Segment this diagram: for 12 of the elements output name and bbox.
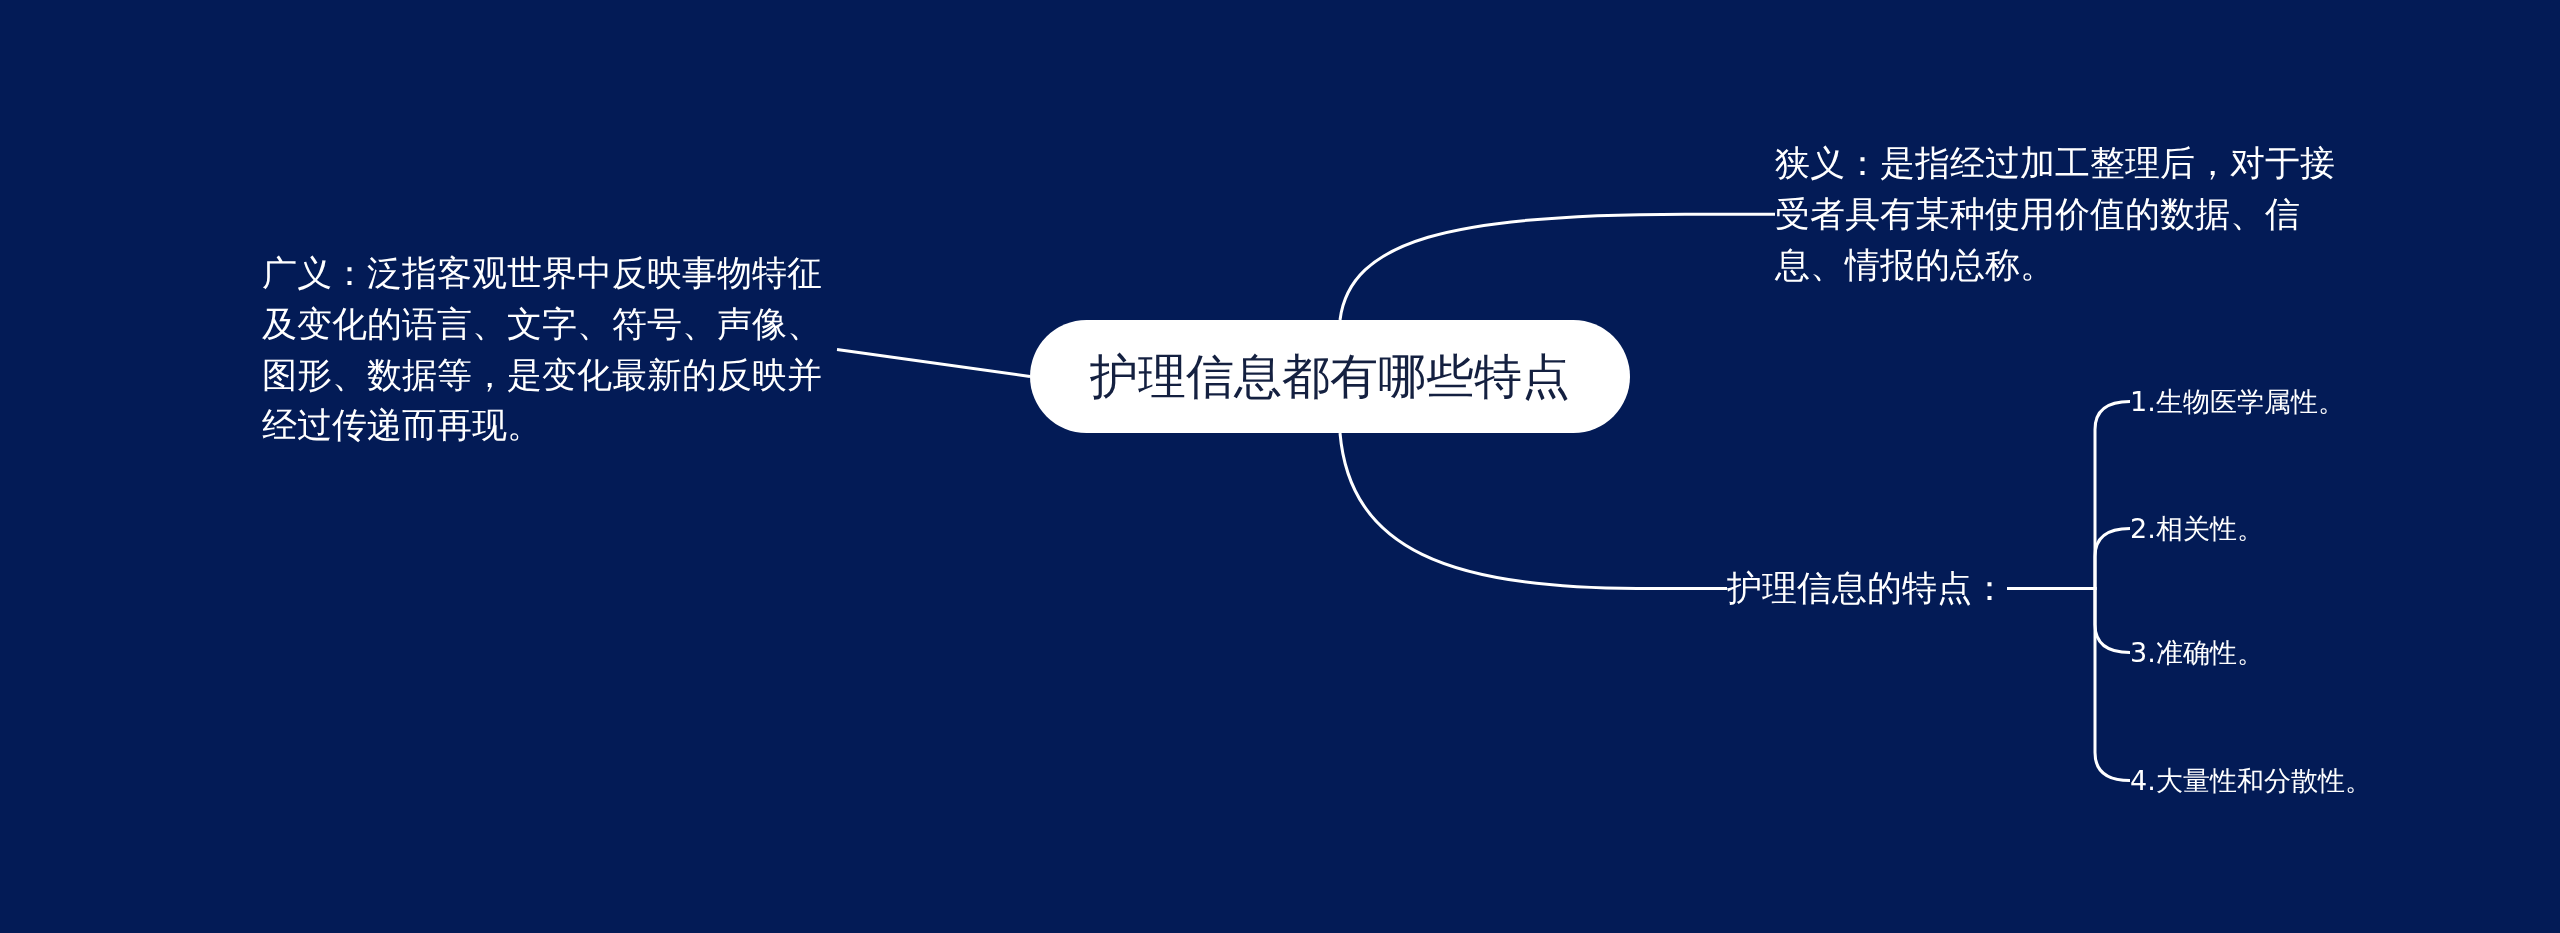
connector-line [2007,586,2131,783]
topic-text: 广义：泛指客观世界中反映事物特征及变化的语言、文字、符号、声像、图形、数据等，是变化最新的反映并经过传递而再现。 [262,248,837,451]
topic-pill: 护理信息都有哪些特点 [1030,320,1630,433]
item-text: 1.生物医学属性。 [2130,382,2345,422]
topic-text: 护理信息的特点： [1727,563,2007,614]
topic-text: 狭义：是指经过加工整理后，对于接受者具有某种使用价值的数据、信息、情报的总称。 [1775,138,2350,291]
connector-line [836,348,1031,378]
item-text: 2.相关性。 [2130,509,2264,549]
connector-line [1338,432,1727,590]
item-text: 3.准确性。 [2130,633,2264,673]
connector-line [1338,212,1775,321]
item-text: 4.大量性和分散性。 [2130,761,2372,801]
